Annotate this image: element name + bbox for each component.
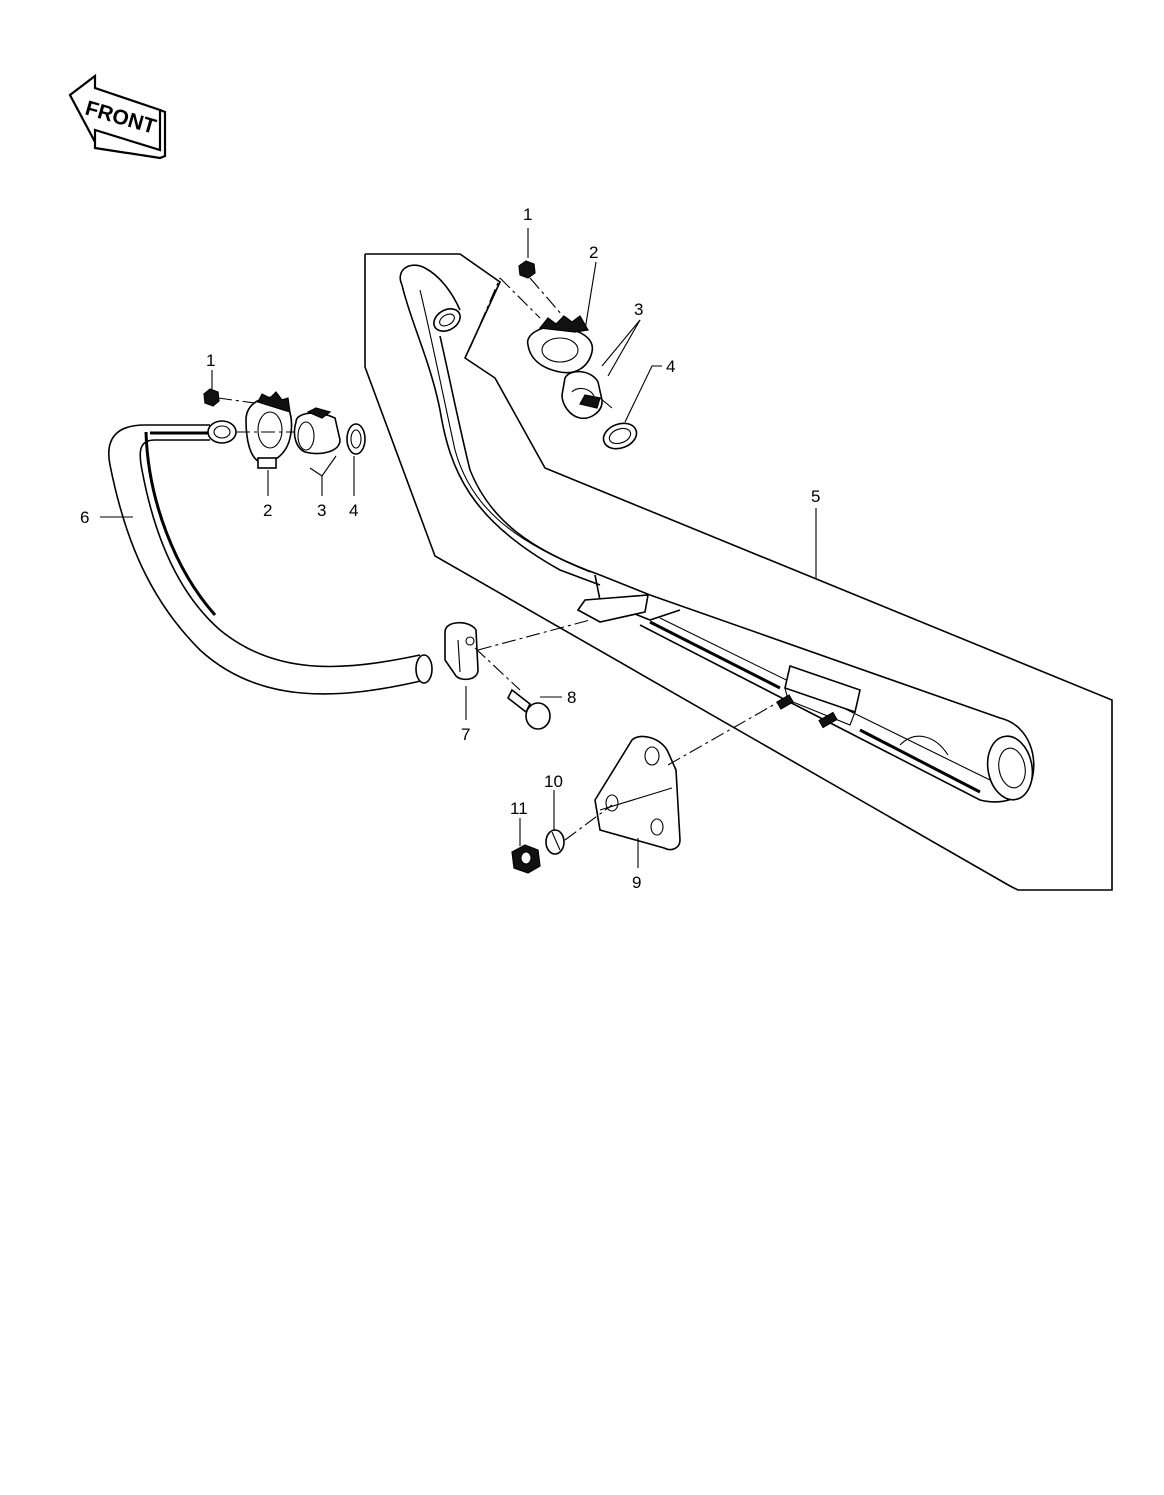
left-pipe-part xyxy=(108,420,433,695)
left-collar-part xyxy=(293,407,341,455)
callout-right-collar: 3 xyxy=(634,300,643,319)
front-arrow-icon: FRONT xyxy=(68,73,167,160)
washer-part xyxy=(545,829,565,855)
callout-left-flange: 2 xyxy=(263,501,272,520)
callout-right-flange: 2 xyxy=(589,243,598,262)
callout-washer: 10 xyxy=(544,772,563,791)
muffler-group-outline xyxy=(364,253,1113,891)
bracket-part xyxy=(594,735,681,851)
callout-right-gasket: 4 xyxy=(666,357,675,376)
right-gasket-part xyxy=(602,422,638,450)
callout-left-collar: 3 xyxy=(317,501,326,520)
right-nut-part xyxy=(518,260,536,279)
callout-bolt: 8 xyxy=(567,688,576,707)
callout-left-nut: 1 xyxy=(206,351,215,370)
callout-left-gasket: 4 xyxy=(349,501,358,520)
callout-bracket: 9 xyxy=(632,873,641,892)
callout-clamp: 7 xyxy=(461,725,470,744)
left-nut-part xyxy=(203,388,220,407)
callout-left-pipe: 6 xyxy=(80,508,89,527)
bolt-part xyxy=(506,688,551,730)
callout-muffler: 5 xyxy=(811,487,820,506)
left-flange-part xyxy=(245,391,293,469)
right-flange-part xyxy=(526,315,594,374)
bracket-nut-part xyxy=(511,844,541,874)
callout-bracket-nut: 11 xyxy=(510,799,528,818)
right-collar-part xyxy=(561,370,613,420)
left-gasket-part xyxy=(346,423,366,455)
muffler-assembly xyxy=(399,264,1035,803)
callout-right-nut: 1 xyxy=(523,205,532,224)
clamp-part xyxy=(444,621,479,681)
